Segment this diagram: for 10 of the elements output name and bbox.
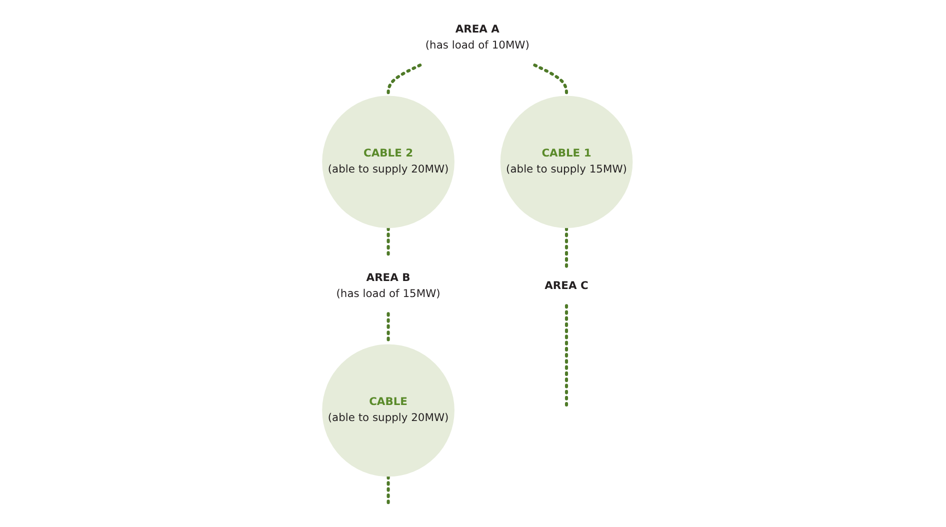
node-text: AREA C — [544, 279, 588, 292]
connector — [386, 63, 422, 97]
node-text: AREA B (has load of 15MW) — [336, 271, 440, 300]
connector — [564, 226, 568, 268]
connector — [564, 304, 568, 406]
node-circle: CABLE 1 (able to supply 15MW) — [500, 95, 633, 228]
node-circle: CABLE (able to supply 20MW) — [322, 344, 454, 476]
node-circle: CABLE 2 (able to supply 20MW) — [322, 95, 454, 228]
node-text: AREA A (has load of 10MW) — [425, 22, 530, 51]
connector — [533, 63, 568, 97]
